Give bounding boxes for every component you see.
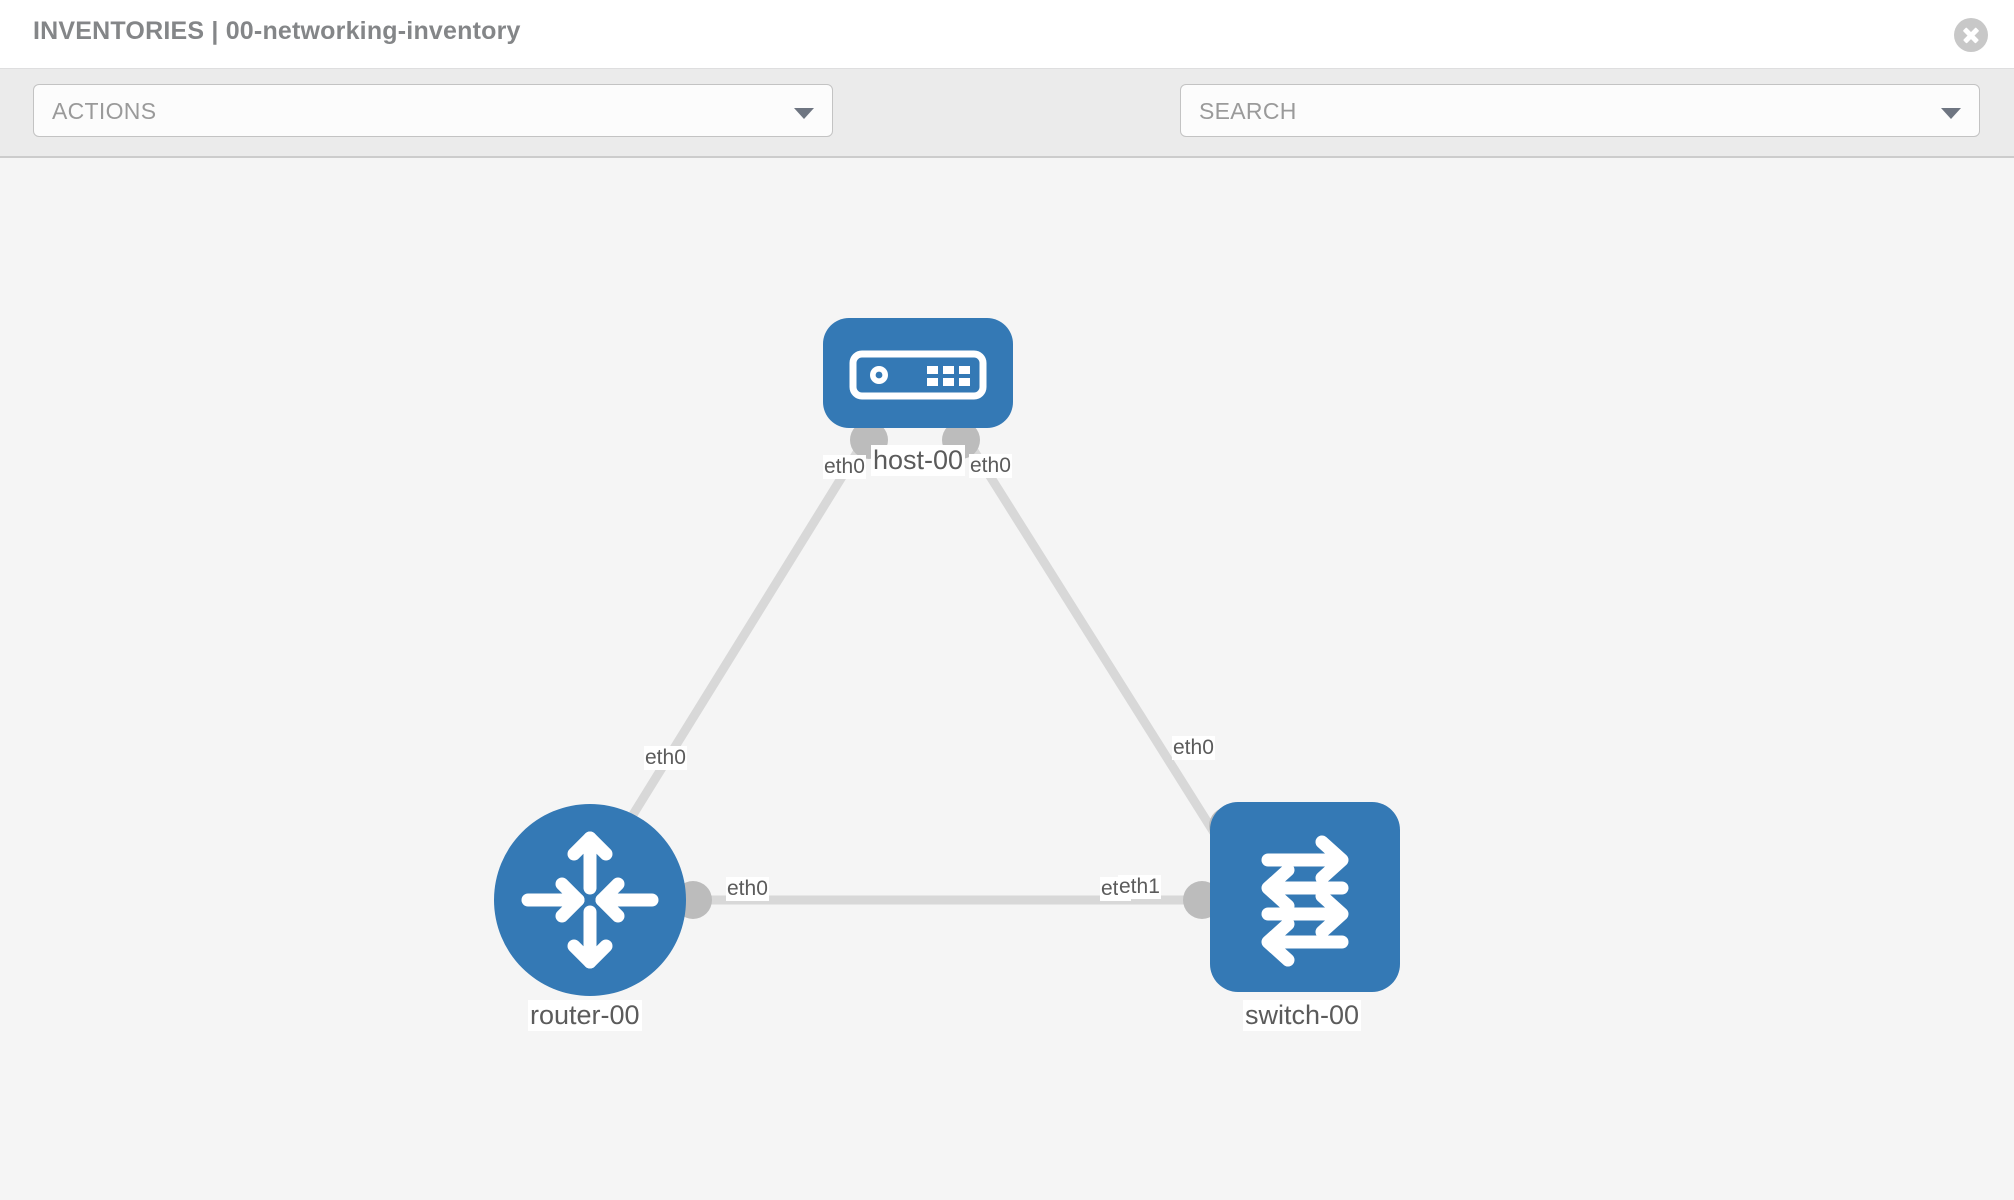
node-switch-00[interactable] xyxy=(1210,802,1400,992)
port-label-host-right: eth0 xyxy=(969,454,1012,478)
port-label-host-left: eth0 xyxy=(823,455,866,479)
node-router-00[interactable] xyxy=(494,804,686,996)
search-placeholder: SEARCH xyxy=(1199,98,1297,124)
actions-dropdown[interactable]: ACTIONS xyxy=(33,84,833,137)
router-arrows-icon xyxy=(521,831,659,969)
server-icon xyxy=(849,350,987,400)
page-header: INVENTORIES | 00-networking-inventory xyxy=(0,0,2014,68)
topology-links xyxy=(596,421,1247,919)
link-host-switch[interactable] xyxy=(962,435,1234,861)
node-label-router-00: router-00 xyxy=(528,1000,642,1031)
node-host-00[interactable] xyxy=(823,318,1013,428)
port-label-router-up: eth0 xyxy=(644,746,687,770)
node-label-switch-00: switch-00 xyxy=(1243,1000,1362,1031)
port-label-switch-left-b: eth1 xyxy=(1118,875,1161,899)
toolbar: ACTIONS SEARCH xyxy=(0,68,2014,201)
chevron-down-icon xyxy=(1941,108,1961,119)
port-label-switch-up: eth0 xyxy=(1172,736,1215,760)
topology-canvas[interactable]: eth0 eth0 eth0 eth0 eth0 eth eth1 host-0… xyxy=(0,158,2014,1200)
chevron-down-icon xyxy=(794,108,814,119)
switch-arrows-icon xyxy=(1261,835,1349,967)
close-icon[interactable] xyxy=(1954,18,1988,52)
link-host-router[interactable] xyxy=(596,435,870,871)
search-input[interactable]: SEARCH xyxy=(1180,84,1980,137)
actions-dropdown-label: ACTIONS xyxy=(52,98,157,124)
page-title: INVENTORIES | 00-networking-inventory xyxy=(33,17,521,45)
port-label-router-right: eth0 xyxy=(726,877,769,901)
node-label-host-00: host-00 xyxy=(871,445,966,476)
